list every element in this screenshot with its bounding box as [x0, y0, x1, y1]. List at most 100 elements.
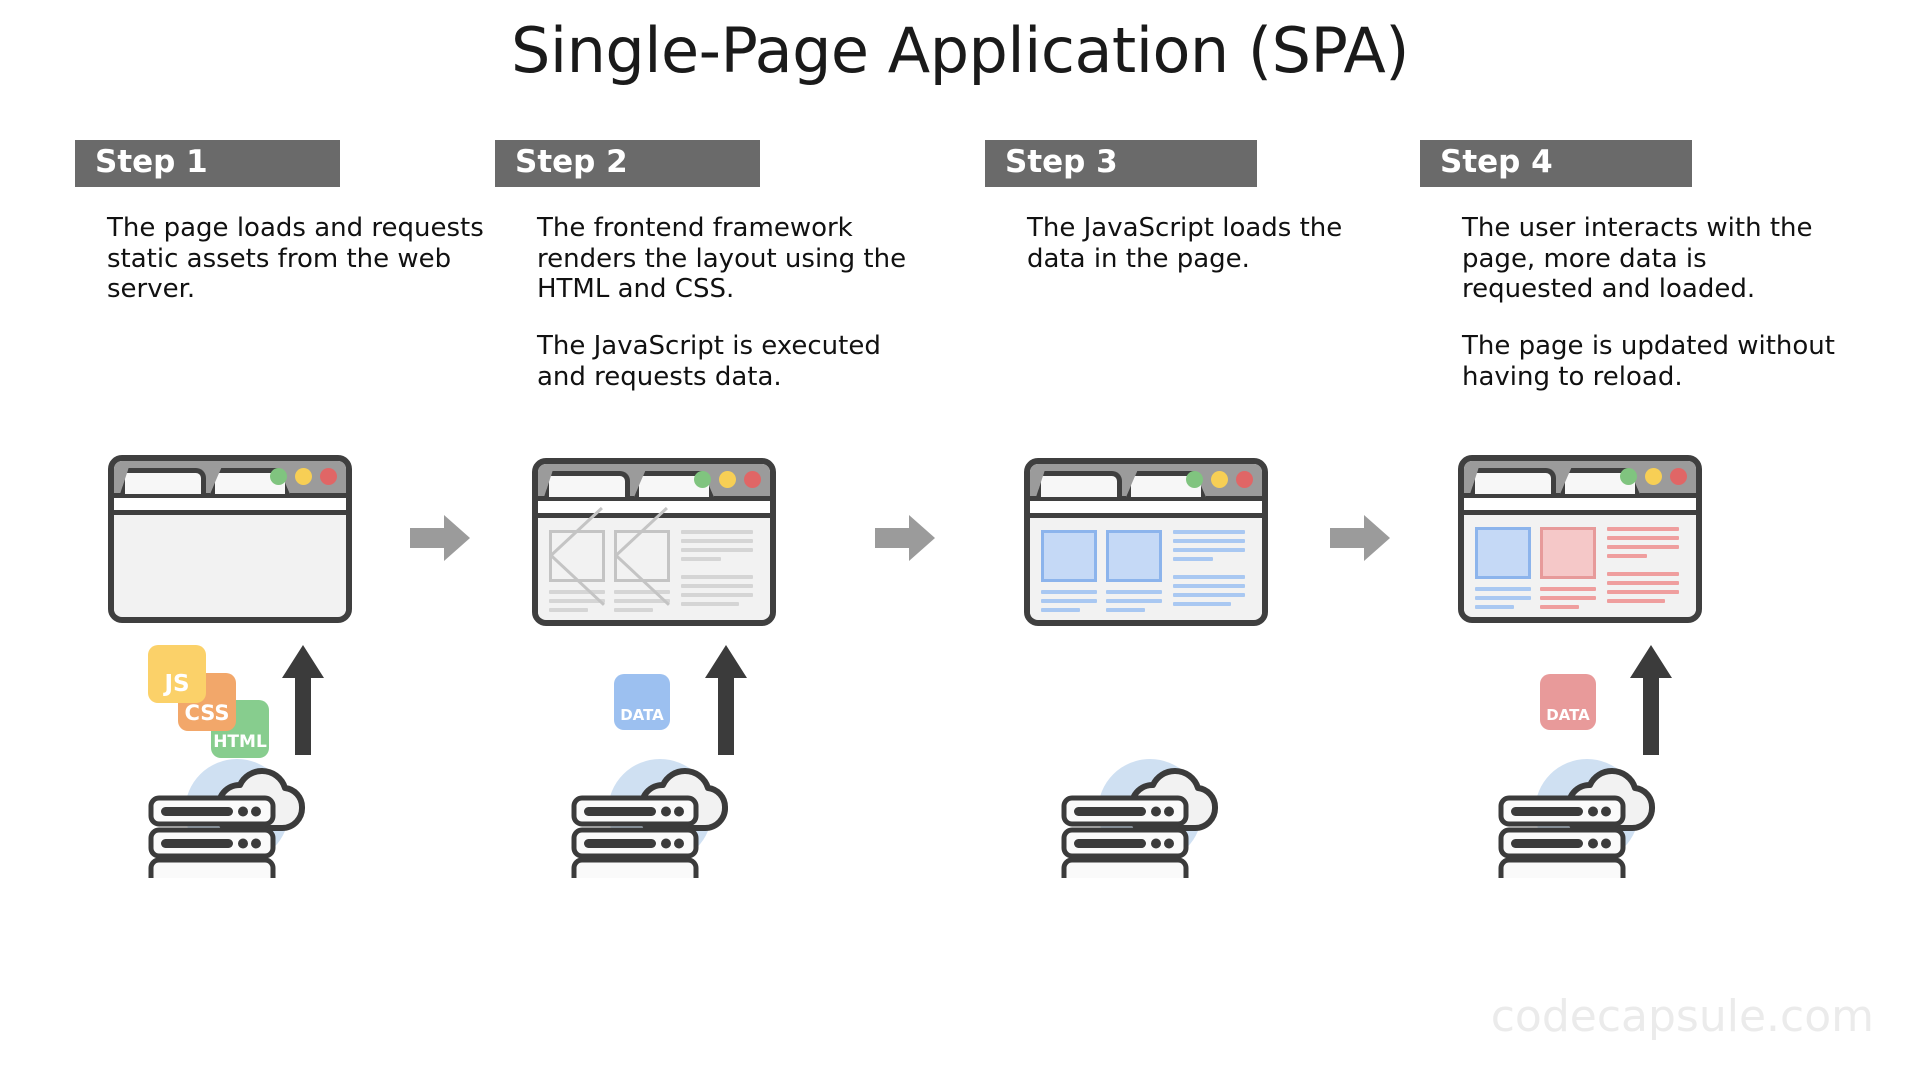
step-4-paragraph-2: The page is updated without having to re… — [1462, 331, 1835, 392]
browser-address-bar[interactable] — [1464, 493, 1696, 515]
window-dot-red-icon[interactable] — [1236, 471, 1253, 488]
step-column-3: Step 3 The JavaScript loads the data in … — [985, 140, 1405, 274]
image-placeholder-icon — [614, 530, 670, 582]
window-controls — [1186, 471, 1253, 488]
image-placeholder-icon — [549, 530, 605, 582]
text-lines — [614, 590, 670, 612]
text-line — [1041, 590, 1097, 594]
step-2-paragraph-2: The JavaScript is executed and requests … — [537, 331, 881, 392]
text-line — [1607, 536, 1679, 540]
flow-arrow-right-icon — [875, 515, 935, 561]
text-line — [1607, 581, 1679, 585]
text-lines — [1106, 590, 1162, 612]
content-column-3 — [1607, 527, 1679, 615]
content-image-block — [1475, 527, 1531, 579]
asset-badge-html-label: HTML — [213, 732, 267, 752]
request-arrow-up-icon — [1630, 645, 1672, 755]
text-line — [1607, 599, 1665, 603]
text-lines — [549, 590, 605, 612]
step-3-paragraph-1: The JavaScript loads the data in the pag… — [1027, 213, 1343, 274]
text-line — [1106, 590, 1162, 594]
asset-badge-js-label: JS — [164, 671, 190, 697]
asset-badge-data-red: DATA — [1540, 674, 1596, 730]
window-dot-yellow-icon[interactable] — [295, 468, 312, 485]
watermark: codecapsule.com — [1490, 991, 1874, 1042]
content-column-2 — [614, 530, 670, 618]
browser-tab-1[interactable] — [120, 468, 206, 494]
browser-tab-1[interactable] — [544, 471, 630, 497]
text-line — [1540, 587, 1596, 591]
window-dot-yellow-icon[interactable] — [1211, 471, 1228, 488]
browser-chrome — [538, 464, 770, 497]
browser-viewport-updated — [1464, 515, 1696, 615]
request-arrow-up-icon — [282, 645, 324, 755]
text-line — [614, 590, 670, 594]
browser-viewport-loaded — [1030, 518, 1262, 618]
text-line — [681, 539, 753, 543]
text-line — [1173, 584, 1245, 588]
step-3-body: The JavaScript loads the data in the pag… — [985, 213, 1405, 274]
browser-chrome — [1464, 461, 1696, 494]
step-4-body: The user interacts with the page, more d… — [1420, 213, 1840, 392]
asset-badge-data-blue: DATA — [614, 674, 670, 730]
text-line — [1041, 599, 1097, 603]
text-line — [1607, 545, 1679, 549]
browser-tab-1[interactable] — [1036, 471, 1122, 497]
web-server-cloud-icon — [148, 759, 306, 878]
asset-badge-data-red-label: DATA — [1546, 706, 1590, 724]
web-server-cloud-icon — [1061, 759, 1219, 878]
window-controls — [1620, 468, 1687, 485]
browser-window-step-2 — [532, 458, 776, 626]
window-dot-yellow-icon[interactable] — [719, 471, 736, 488]
window-dot-green-icon[interactable] — [1186, 471, 1203, 488]
content-column-3 — [1173, 530, 1245, 618]
text-line — [1173, 602, 1231, 606]
step-column-1: Step 1 The page loads and requests stati… — [75, 140, 495, 305]
text-line — [614, 599, 670, 603]
step-4-paragraph-1: The user interacts with the page, more d… — [1462, 213, 1813, 305]
window-controls — [694, 471, 761, 488]
window-dot-red-icon[interactable] — [320, 468, 337, 485]
text-lines — [1475, 587, 1531, 609]
browser-window-step-1 — [108, 455, 352, 623]
browser-address-bar[interactable] — [114, 493, 346, 515]
text-line — [1540, 605, 1579, 609]
text-line — [1173, 530, 1245, 534]
web-server-cloud-icon — [1498, 759, 1656, 878]
content-column-2 — [1106, 530, 1162, 618]
window-dot-red-icon[interactable] — [744, 471, 761, 488]
text-line — [681, 575, 753, 579]
text-line — [681, 530, 753, 534]
window-dot-yellow-icon[interactable] — [1645, 468, 1662, 485]
asset-badge-css-label: CSS — [184, 701, 230, 725]
step-1-badge: Step 1 — [75, 140, 340, 187]
text-line — [1173, 539, 1245, 543]
text-line — [1173, 548, 1245, 552]
content-column-2 — [1540, 527, 1596, 615]
page-title: Single-Page Application (SPA) — [511, 14, 1409, 87]
window-dot-red-icon[interactable] — [1670, 468, 1687, 485]
step-2-body: The frontend framework renders the layou… — [495, 213, 915, 392]
browser-address-bar[interactable] — [1030, 496, 1262, 518]
text-line — [681, 584, 753, 588]
browser-address-bar[interactable] — [538, 496, 770, 518]
text-line — [549, 599, 605, 603]
window-dot-green-icon[interactable] — [270, 468, 287, 485]
window-dot-green-icon[interactable] — [694, 471, 711, 488]
window-dot-green-icon[interactable] — [1620, 468, 1637, 485]
content-image-block — [1106, 530, 1162, 582]
content-image-block-updated — [1540, 527, 1596, 579]
text-line — [1041, 608, 1080, 612]
browser-viewport-wireframe — [538, 518, 770, 618]
text-lines — [1540, 587, 1596, 609]
content-column-1 — [549, 530, 605, 618]
browser-tab-1[interactable] — [1470, 468, 1556, 494]
content-column-1 — [1041, 530, 1097, 618]
text-line — [681, 557, 721, 561]
asset-badge-data-blue-label: DATA — [620, 706, 664, 724]
step-column-2: Step 2 The frontend framework renders th… — [495, 140, 915, 392]
text-line — [1475, 605, 1514, 609]
window-controls — [270, 468, 337, 485]
step-4-badge: Step 4 — [1420, 140, 1692, 187]
text-line — [549, 590, 605, 594]
